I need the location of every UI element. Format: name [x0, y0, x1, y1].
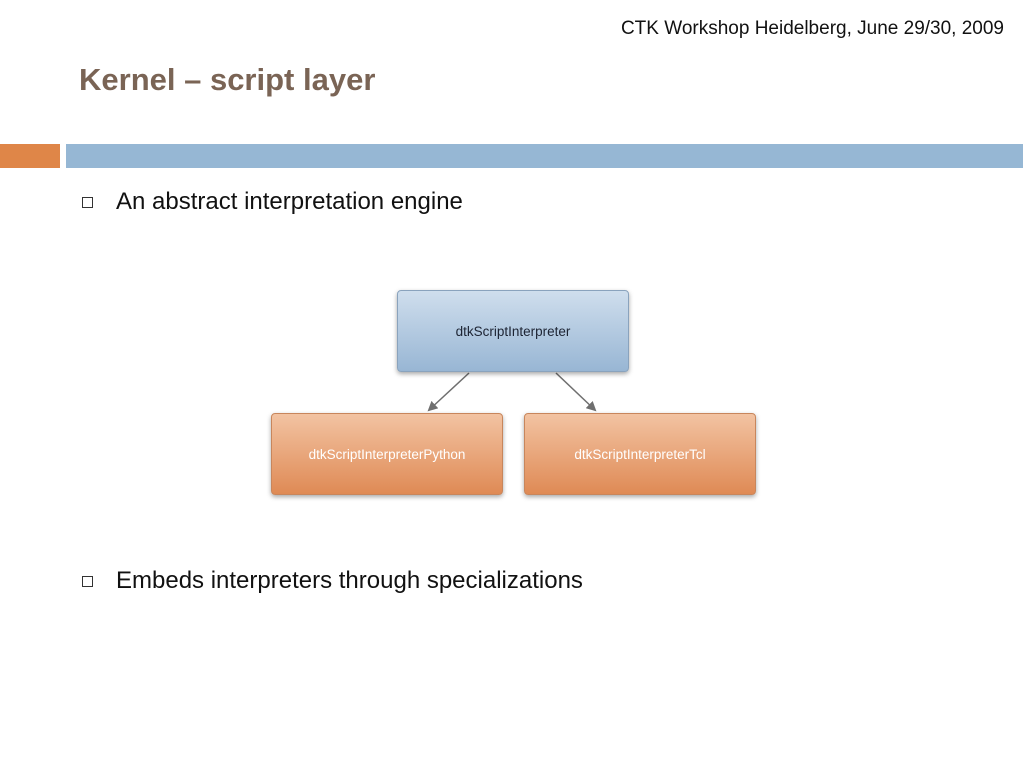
node-script-interpreter: dtkScriptInterpreter — [397, 290, 629, 372]
bullet-item: An abstract interpretation engine — [82, 188, 463, 216]
arrow-to-python — [427, 372, 470, 412]
bullet-item: Embeds interpreters through specializati… — [82, 567, 583, 595]
accent-bar-orange — [0, 144, 60, 168]
slide-title: Kernel – script layer — [79, 62, 376, 97]
node-script-interpreter-python: dtkScriptInterpreterPython — [271, 413, 503, 495]
bullet-text: Embeds interpreters through specializati… — [116, 567, 583, 594]
bullet-text: An abstract interpretation engine — [116, 188, 463, 215]
arrow-to-tcl — [555, 372, 597, 412]
node-script-interpreter-tcl: dtkScriptInterpreterTcl — [524, 413, 756, 495]
bullet-square-icon — [82, 196, 93, 208]
header-event-note: CTK Workshop Heidelberg, June 29/30, 200… — [620, 18, 1004, 39]
accent-bar-blue — [66, 144, 1023, 168]
bullet-square-icon — [82, 575, 93, 587]
